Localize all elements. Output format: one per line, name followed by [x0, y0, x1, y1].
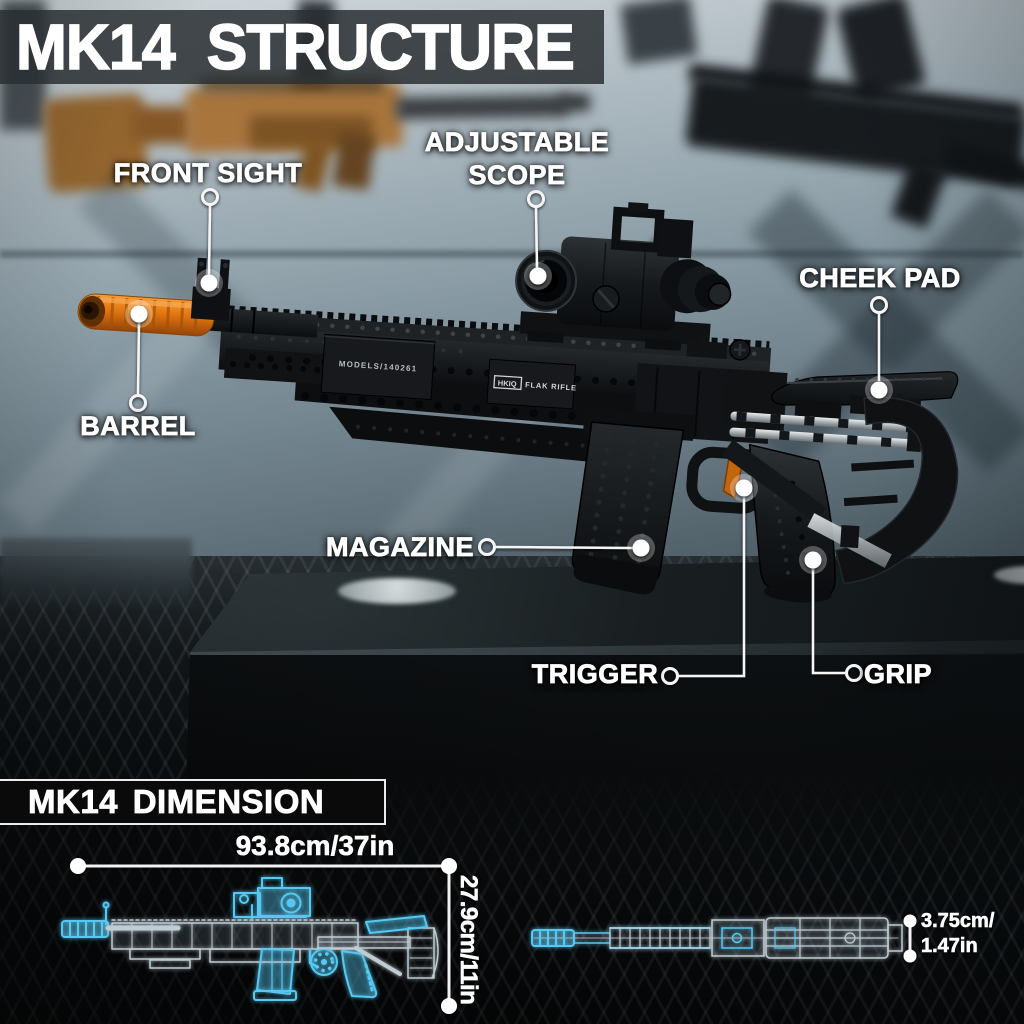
depth-dimension-value: 3.75cm/ 1.47in	[921, 909, 995, 959]
cheek-pad-dot	[870, 381, 888, 399]
magazine-dot	[632, 539, 650, 557]
blueprint-scope	[233, 877, 311, 920]
magazine-callout-ring	[478, 538, 496, 556]
barrel-dot	[130, 305, 148, 323]
grip-callout-line	[811, 566, 845, 675]
blueprint-cheek-pad	[365, 915, 428, 934]
label-barrel: BARREL	[80, 411, 196, 442]
depth-dimension-line1: 3.75cm/	[921, 910, 995, 933]
blueprint-magazine	[253, 948, 297, 1001]
label-grip: GRIP	[863, 659, 932, 690]
rifle-brand-marking: FLAK RIFLE	[525, 380, 577, 392]
rifle-butt-frame	[834, 396, 959, 585]
structure-title: MK14 STRUCTURE	[15, 11, 575, 84]
cheek-pad-callout-ring	[870, 296, 888, 314]
label-adjustable-scope: ADJUSTABLE SCOPE	[417, 126, 617, 192]
dimension-lines	[70, 858, 917, 1014]
rifle-rear-sight	[686, 331, 751, 361]
scope-dot	[529, 267, 547, 285]
wall-mortar-line	[0, 250, 1024, 258]
depth-dimension-line2: 1.47in	[921, 935, 978, 958]
scope-callout-line	[534, 206, 539, 269]
mk14-rifle-artwork: MODELS/140261 HKIQ FLAK RIFLE	[77, 202, 959, 603]
front-sight-dot	[200, 274, 218, 292]
rifle-magazine	[571, 407, 695, 595]
trigger-callout-line	[677, 497, 746, 678]
rifle-scope	[515, 202, 732, 351]
front-sight-callout-ring	[201, 188, 219, 206]
blueprint-trigger-wheel	[308, 948, 338, 976]
front-sight-callout-line	[207, 204, 212, 276]
magazine-callout-line	[494, 545, 634, 550]
label-magazine: MAGAZINE	[326, 532, 474, 563]
trigger-dot	[735, 479, 753, 497]
label-cheek-pad: CHEEK PAD	[799, 263, 961, 294]
label-adjustable-scope-line2: SCOPE	[468, 160, 566, 191]
blueprint-top-view	[531, 917, 903, 959]
rifle-stock	[721, 369, 959, 585]
grip-callout-ring	[845, 664, 863, 682]
dimension-title-box: MK14 DIMENSION	[0, 779, 386, 825]
trigger-callout-ring	[661, 667, 679, 685]
rifle-brand-box-marking: HKIQ	[498, 378, 517, 388]
rifle-front-sight	[190, 257, 231, 321]
height-dimension-value: 27.9cm/11in	[455, 875, 483, 1005]
blueprint-grip	[341, 950, 378, 999]
blueprint-stock	[317, 927, 439, 979]
blueprint-side-view	[61, 877, 439, 1001]
barrel-callout-line	[136, 319, 141, 396]
structure-title-bar: MK14 STRUCTURE	[0, 10, 604, 84]
callouts	[129, 188, 888, 685]
label-adjustable-scope-line1: ADJUSTABLE	[424, 127, 610, 158]
length-dimension-value: 93.8cm/37in	[235, 830, 395, 862]
dimension-title: MK14 DIMENSION	[28, 783, 325, 821]
callout-dots	[125, 262, 893, 574]
label-front-sight: FRONT SIGHT	[113, 158, 303, 189]
barrel-callout-ring	[129, 394, 147, 412]
label-trigger: TRIGGER	[531, 659, 659, 690]
grip-dot	[804, 551, 822, 569]
scope-callout-ring	[527, 190, 545, 208]
